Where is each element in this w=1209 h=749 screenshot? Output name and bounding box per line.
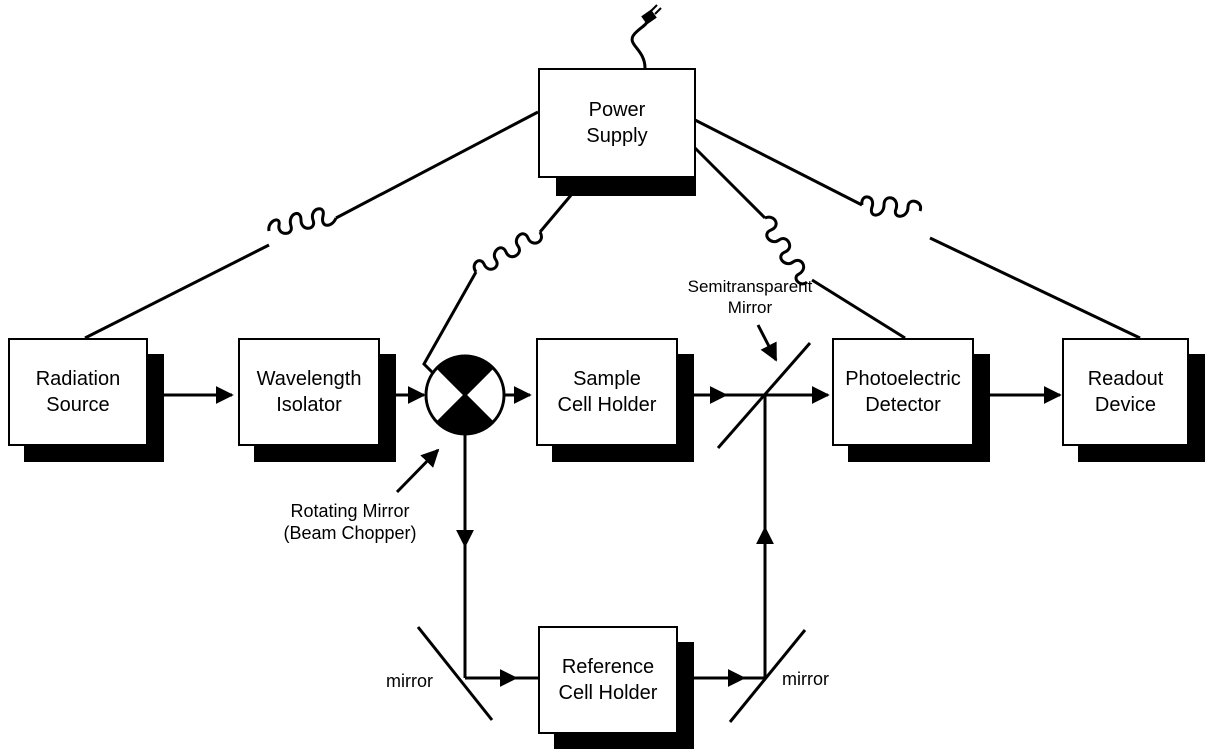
power-plug-icon bbox=[630, 4, 662, 69]
photoelectric-detector-box: Photoelectric Detector bbox=[832, 338, 974, 446]
reference-cell-holder-node: Reference Cell Holder bbox=[538, 626, 696, 749]
readout-device-box: Readout Device bbox=[1062, 338, 1189, 446]
readout-device-label: Readout Device bbox=[1087, 368, 1164, 416]
sample-cell-holder-label: Sample Cell Holder bbox=[557, 368, 657, 416]
power-cables bbox=[84, 110, 1141, 377]
mirrors bbox=[416, 342, 812, 723]
power-supply-label: Power Supply bbox=[586, 99, 648, 147]
rotating-mirror-label: Rotating Mirror (Beam Chopper) bbox=[283, 501, 417, 543]
sample-cell-holder-node: Sample Cell Holder bbox=[536, 338, 696, 464]
sample-cell-holder-box: Sample Cell Holder bbox=[536, 338, 678, 446]
semitransparent-mirror bbox=[716, 342, 812, 449]
semitransparent-mirror-label: Semitransparent Mirror bbox=[687, 277, 813, 317]
photoelectric-detector-label: Photoelectric Detector bbox=[845, 368, 961, 416]
wavelength-isolator-box: Wavelength Isolator bbox=[238, 338, 380, 446]
radiation-source-label: Radiation Source bbox=[35, 368, 121, 416]
radiation-source-box: Radiation Source bbox=[8, 338, 148, 446]
mirror-left bbox=[416, 626, 494, 721]
radiation-source-node: Radiation Source bbox=[8, 338, 166, 464]
photoelectric-detector-node: Photoelectric Detector bbox=[832, 338, 992, 464]
wavelength-isolator-label: Wavelength Isolator bbox=[256, 368, 362, 416]
mirror-left-label: mirror bbox=[386, 671, 433, 691]
mirror-right bbox=[728, 629, 807, 723]
power-supply-box: Power Supply bbox=[538, 68, 696, 178]
mirror-right-label: mirror bbox=[782, 669, 829, 689]
beam-paths bbox=[163, 386, 1062, 687]
wavelength-isolator-node: Wavelength Isolator bbox=[238, 338, 398, 464]
reference-cell-holder-box: Reference Cell Holder bbox=[538, 626, 678, 734]
beam-chopper-icon bbox=[424, 354, 506, 436]
readout-device-node: Readout Device bbox=[1062, 338, 1207, 464]
reference-cell-holder-label: Reference Cell Holder bbox=[558, 656, 658, 704]
power-supply-node: Power Supply bbox=[538, 68, 698, 196]
pointer-arrows bbox=[395, 324, 778, 494]
